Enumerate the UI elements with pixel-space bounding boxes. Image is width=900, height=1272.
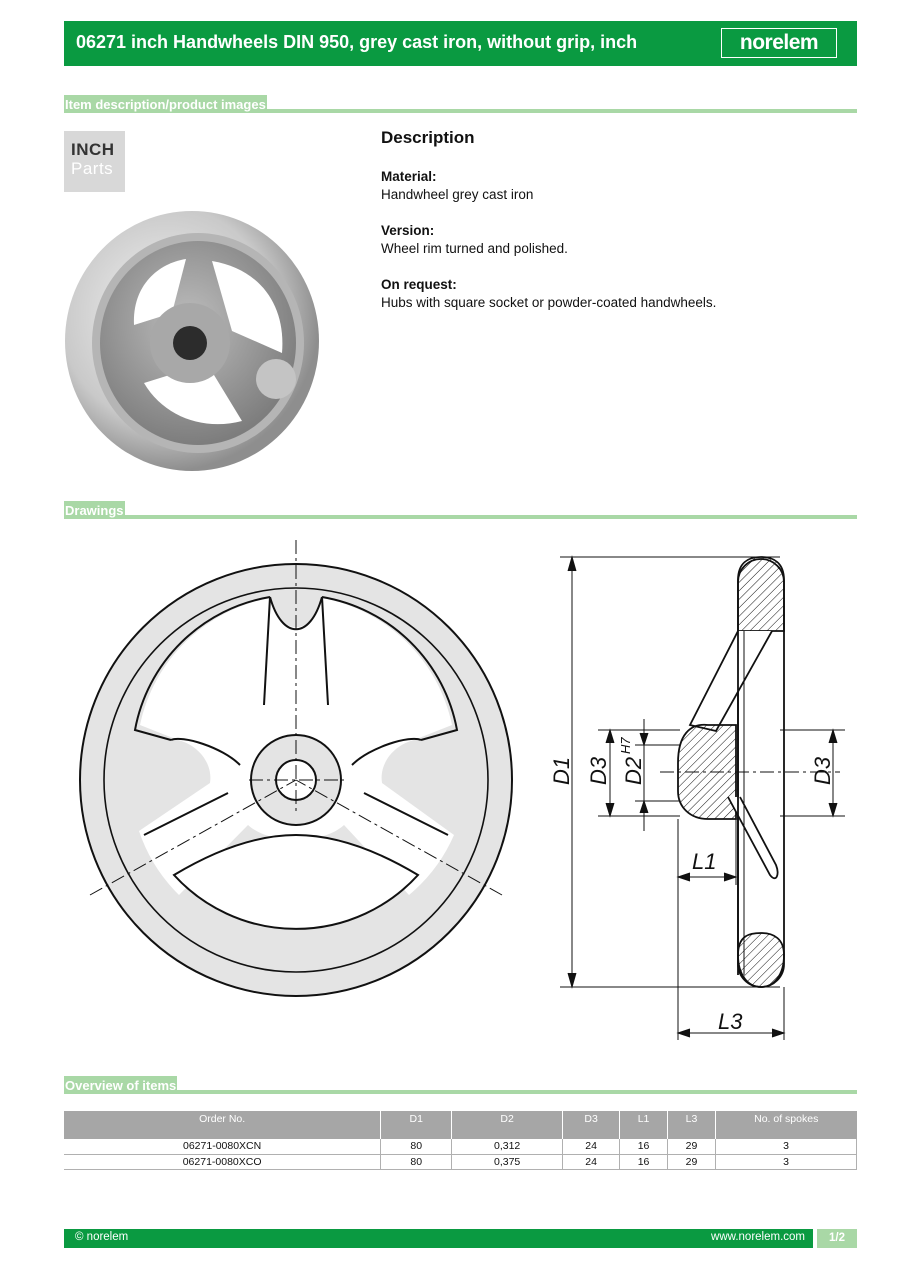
version-label: Version: [381,223,435,238]
material-text: Handwheel grey cast iron [381,187,534,202]
table-cell: 24 [562,1154,621,1170]
section-header-drawings: Drawings [64,497,857,519]
table-cell: 3 [715,1139,858,1155]
spoke-gap-3 [144,373,242,425]
label-d2: D2 [621,757,646,785]
column-header: Order No. [64,1111,382,1139]
items-table: Order No. D1 D2 D3 L1 L3 No. of spokes 0… [64,1111,858,1170]
table-cell: 80 [380,1154,453,1170]
table-cell: 3 [715,1154,858,1170]
table-cell: 0,312 [451,1139,564,1155]
section-header-overview: Overview of items [64,1072,857,1094]
footer-url-link[interactable]: www.norelem.com [711,1231,805,1243]
product-image [65,211,319,471]
description-block: Description Material: Handwheel grey cas… [381,128,851,330]
table-cell: 80 [380,1139,453,1155]
badge-line2: Parts [71,159,114,178]
version-text: Wheel rim turned and polished. [381,241,568,256]
footer-copyright: © norelem [75,1231,129,1243]
label-d3-left: D3 [586,756,611,785]
section-label: Drawings [64,501,125,519]
table-cell: 29 [667,1154,716,1170]
page-title: 06271 inch Handwheels DIN 950, grey cast… [76,32,638,52]
label-d3-right: D3 [810,756,835,785]
norelem-logo: norelem [721,28,837,58]
description-title: Description [381,128,475,147]
hub-bore [173,326,207,360]
side-view-drawing: D1 D3 D2 H7 D3 L1 L3 [549,555,845,1040]
badge-line1: INCH [71,140,115,159]
section-line [64,1090,857,1094]
table-cell: 0,375 [451,1154,564,1170]
inch-parts-badge: INCH Parts [64,131,125,192]
table-cell: 06271-0080XCN [64,1139,382,1155]
column-header: D1 [380,1111,453,1139]
footer-separator [813,1229,817,1248]
page-number: 1/2 [817,1229,857,1248]
table-cell: 06271-0080XCO [64,1154,382,1170]
label-d2-tol: H7 [618,737,633,754]
column-header: D3 [562,1111,621,1139]
header-bar: 06271 inch Handwheels DIN 950, grey cast… [64,21,857,66]
table-row: 06271-0080XCN 80 0,312 24 16 29 3 [64,1139,858,1155]
table-cell: 29 [667,1139,716,1155]
logo-text: norelem [739,31,819,54]
label-l1: L1 [692,849,716,874]
table-cell: 16 [619,1139,669,1155]
section-header-description: Item description/product images [64,91,857,113]
table-row: 06271-0080XCO 80 0,375 24 16 29 3 [64,1154,858,1170]
column-header: L3 [667,1111,716,1139]
label-d1: D1 [549,757,574,785]
section-label: Overview of items [64,1076,178,1094]
spoke-gap-2 [212,261,283,353]
section-label: Item description/product images [64,95,267,113]
material-label: Material: [381,169,437,184]
column-header: D2 [451,1111,564,1139]
section-line [64,515,857,519]
section-line [64,109,857,113]
table-header-row: Order No. D1 D2 D3 L1 L3 No. of spokes [64,1111,857,1139]
request-text: Hubs with square socket or powder-coated… [381,295,717,310]
front-view-drawing [79,540,513,997]
column-header: No. of spokes [715,1111,857,1139]
table-cell: 16 [619,1154,669,1170]
table-cell: 24 [562,1139,621,1155]
footer-bar: © norelem www.norelem.com 1/2 [64,1229,857,1248]
column-header: L1 [619,1111,669,1139]
request-label: On request: [381,277,457,292]
label-l3: L3 [718,1009,743,1034]
